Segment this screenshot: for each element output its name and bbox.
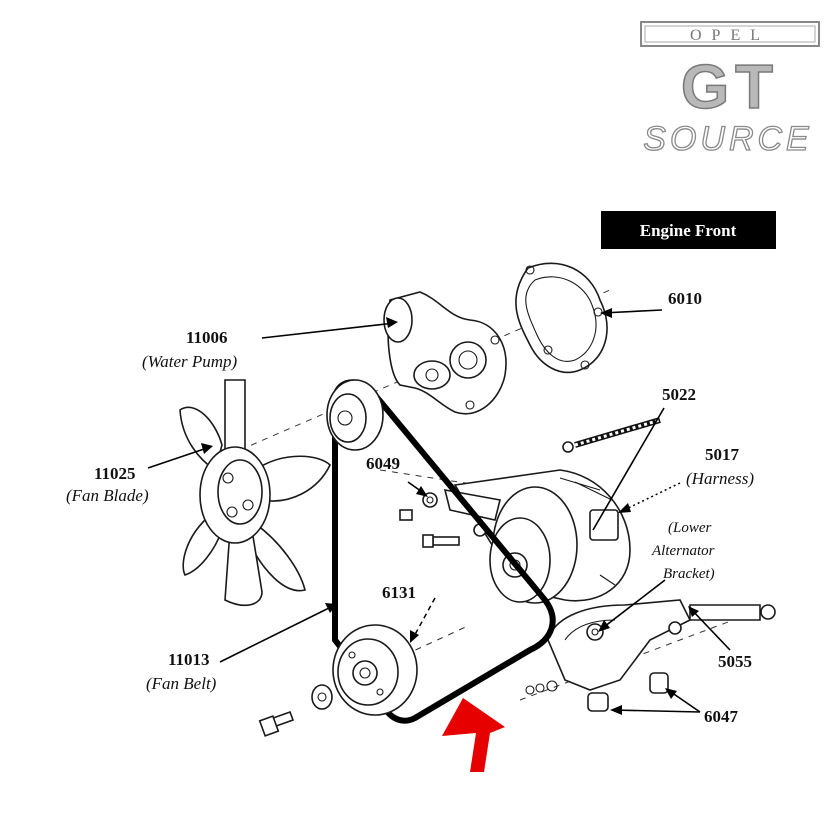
callout-6010: 6010 xyxy=(668,289,702,308)
callout-5055: 5055 xyxy=(718,652,752,671)
callout-11006: 11006 (Water Pump) xyxy=(142,328,238,371)
engine-front-badge-text: Engine Front xyxy=(640,221,737,240)
callout-6131: 6131 xyxy=(382,583,416,602)
callout-6049-number: 6049 xyxy=(366,454,400,473)
callout-11025: 11025 (Fan Blade) xyxy=(66,464,149,505)
callout-11013: 11013 (Fan Belt) xyxy=(146,650,217,693)
crankshaft-pulley xyxy=(332,624,418,716)
water-pump-gasket xyxy=(515,262,608,374)
callout-11006-number: 11006 xyxy=(186,328,228,347)
callout-11006-name: (Water Pump) xyxy=(142,352,238,371)
callout-6010-number: 6010 xyxy=(668,289,702,308)
callout-5022-number: 5022 xyxy=(662,385,696,404)
engine-front-badge: Engine Front xyxy=(601,211,776,249)
logo-gt-text: GT xyxy=(681,53,779,122)
logo-opel-text: OPEL xyxy=(690,27,770,44)
callout-6047-number: 6047 xyxy=(704,707,739,726)
logo-source-text: SOURCE xyxy=(643,120,812,158)
callout-6049: 6049 xyxy=(366,454,400,473)
opel-gt-source-logo: OPEL GT SOURCE xyxy=(640,21,820,159)
callout-5022: 5022 xyxy=(662,385,696,404)
alternator-pivot-bolt xyxy=(562,417,661,453)
callout-6047: 6047 xyxy=(704,707,739,726)
callout-11025-name: (Fan Blade) xyxy=(66,486,149,505)
engine-front-badge-bg xyxy=(601,211,776,249)
callout-5017-number: 5017 xyxy=(705,445,740,464)
logo-opel-inner-frame xyxy=(644,25,816,43)
callout-lower-bracket-line2: Alternator xyxy=(651,543,715,559)
alternator xyxy=(443,469,631,604)
leader-lines xyxy=(147,308,731,715)
fan-blade xyxy=(179,379,331,607)
callout-5017-name: (Harness) xyxy=(686,469,754,488)
lower-alternator-bracket xyxy=(547,599,776,691)
callout-lower-alternator-bracket: (Lower Alternator Bracket) xyxy=(651,520,715,582)
red-up-arrow-icon xyxy=(442,698,505,772)
callout-6131-number: 6131 xyxy=(382,583,416,602)
callout-11025-number: 11025 xyxy=(94,464,136,483)
callout-11013-number: 11013 xyxy=(168,650,210,669)
callout-5017: 5017 (Harness) xyxy=(686,445,754,488)
water-pump xyxy=(383,291,507,415)
crankshaft-bolt xyxy=(258,684,333,737)
callout-lower-bracket-line1: (Lower xyxy=(668,520,712,536)
callout-5055-number: 5055 xyxy=(718,652,752,671)
bracket-bushings xyxy=(525,672,669,712)
callout-lower-bracket-line3: Bracket) xyxy=(663,566,715,582)
callout-11013-name: (Fan Belt) xyxy=(146,674,217,693)
water-pump-pulley xyxy=(326,379,384,451)
